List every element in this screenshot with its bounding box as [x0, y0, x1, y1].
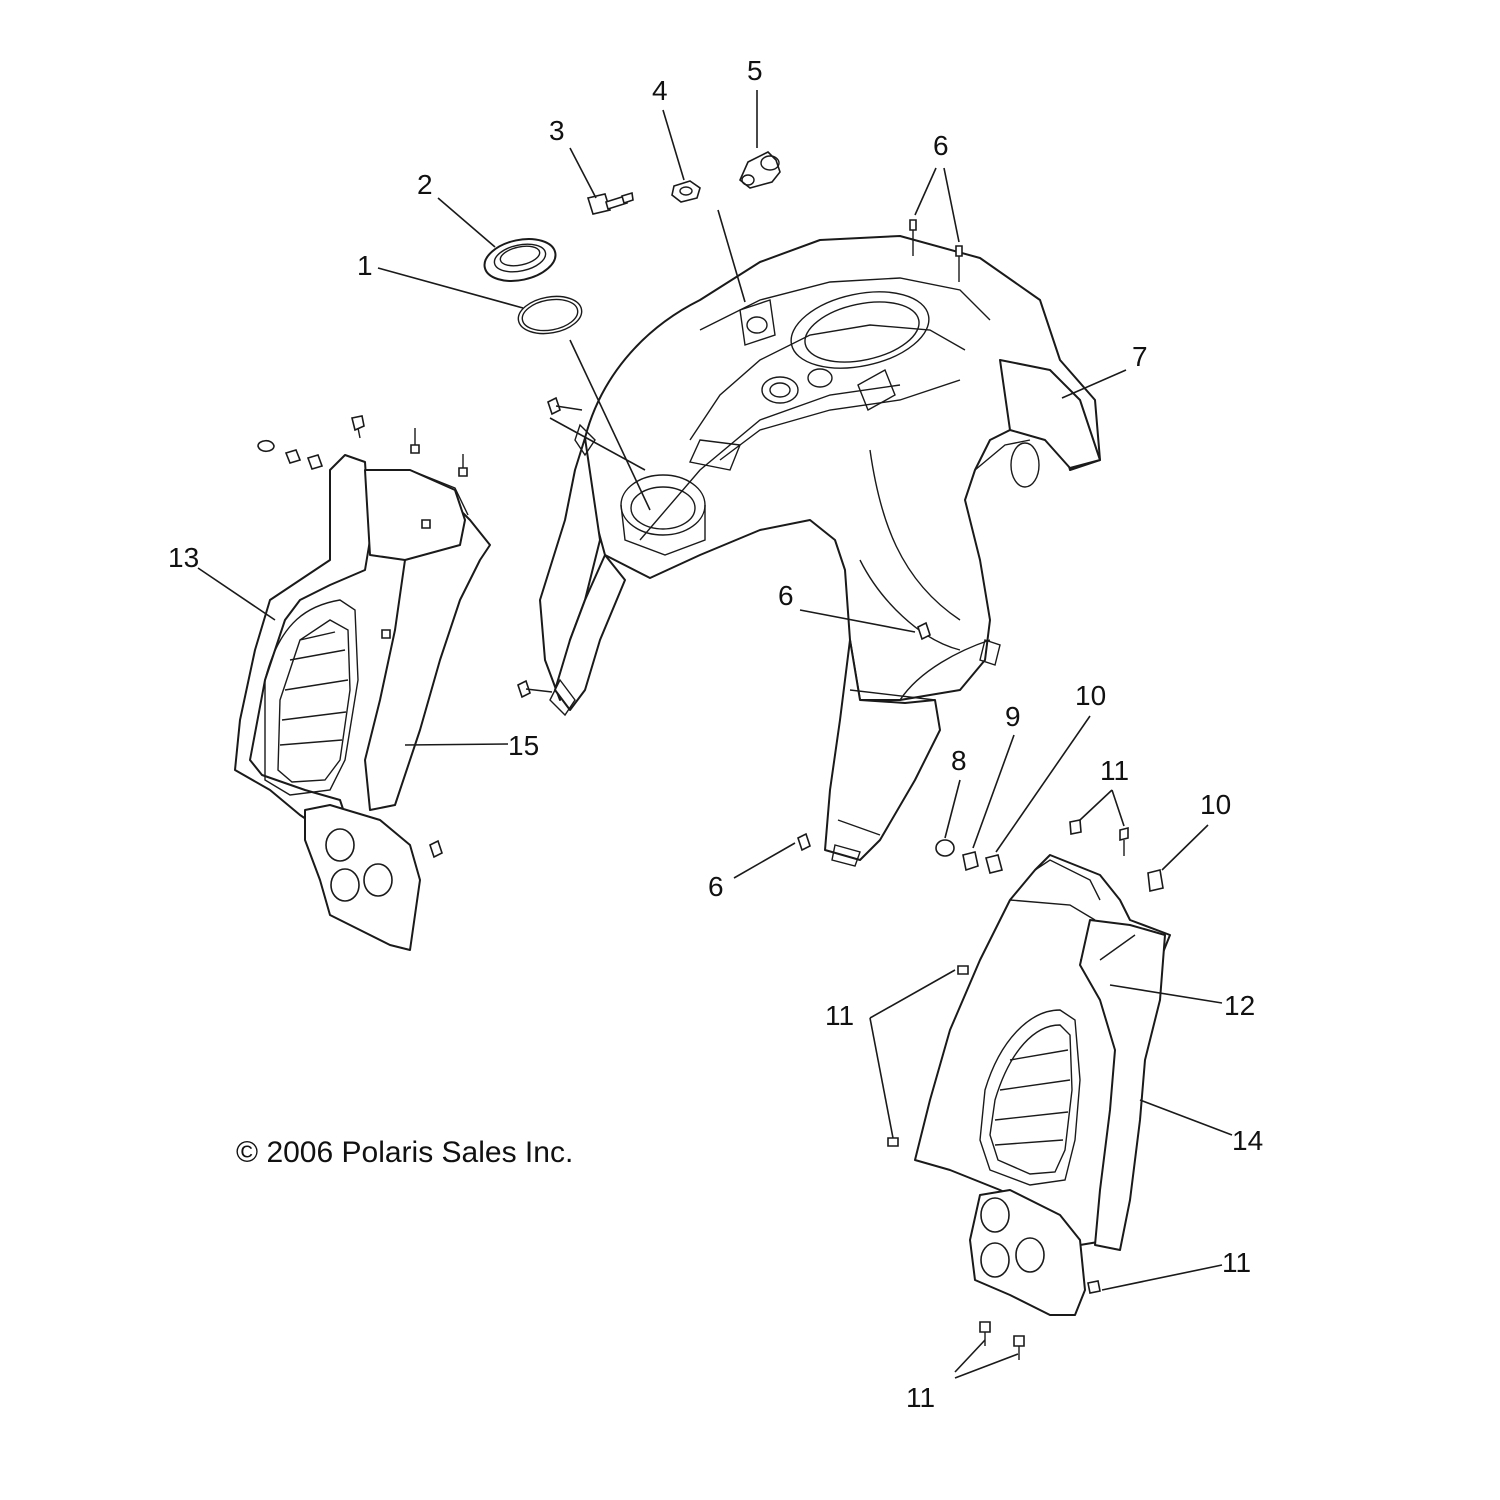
copyright-notice: © 2006 Polaris Sales Inc. — [236, 1136, 573, 1169]
callout-6-low: 6 — [708, 871, 724, 902]
callout-11-d: 11 — [906, 1382, 935, 1413]
callout-9: 9 — [1005, 701, 1021, 732]
callout-labels: 1 2 3 4 5 6 7 6 6 13 15 8 9 10 11 10 12 … — [168, 55, 1263, 1413]
part-3-key — [586, 191, 634, 215]
callout-3: 3 — [549, 115, 565, 146]
callout-5: 5 — [747, 55, 763, 86]
callout-11-b: 11 — [825, 1000, 854, 1031]
part-7-hood — [539, 235, 1101, 867]
part-5-ignition-switch — [739, 151, 781, 189]
callout-7: 7 — [1132, 341, 1148, 372]
hardware-fasteners — [257, 219, 1164, 1360]
part-15-left-inner-panel — [304, 469, 491, 951]
leader-lines — [197, 90, 1233, 1379]
callout-6-top: 6 — [933, 130, 949, 161]
callout-2: 2 — [417, 169, 433, 200]
callout-12: 12 — [1224, 990, 1255, 1021]
callout-6-mid: 6 — [778, 580, 794, 611]
callout-10-a: 10 — [1075, 680, 1106, 711]
part-1-o-ring — [517, 295, 583, 335]
callout-10-b: 10 — [1200, 789, 1231, 820]
part-4-nut — [671, 180, 701, 203]
callout-8: 8 — [951, 745, 967, 776]
callout-14: 14 — [1232, 1125, 1263, 1156]
callout-11-a: 11 — [1100, 755, 1129, 786]
callout-11-c: 11 — [1222, 1247, 1251, 1278]
callout-13: 13 — [168, 542, 199, 573]
callout-1: 1 — [357, 250, 373, 281]
part-2-bezel-ring — [483, 238, 557, 282]
callout-15: 15 — [508, 730, 539, 761]
part-14-right-side-panel — [969, 919, 1166, 1316]
callout-4: 4 — [652, 75, 668, 106]
part-13-left-side-panel — [234, 454, 371, 851]
